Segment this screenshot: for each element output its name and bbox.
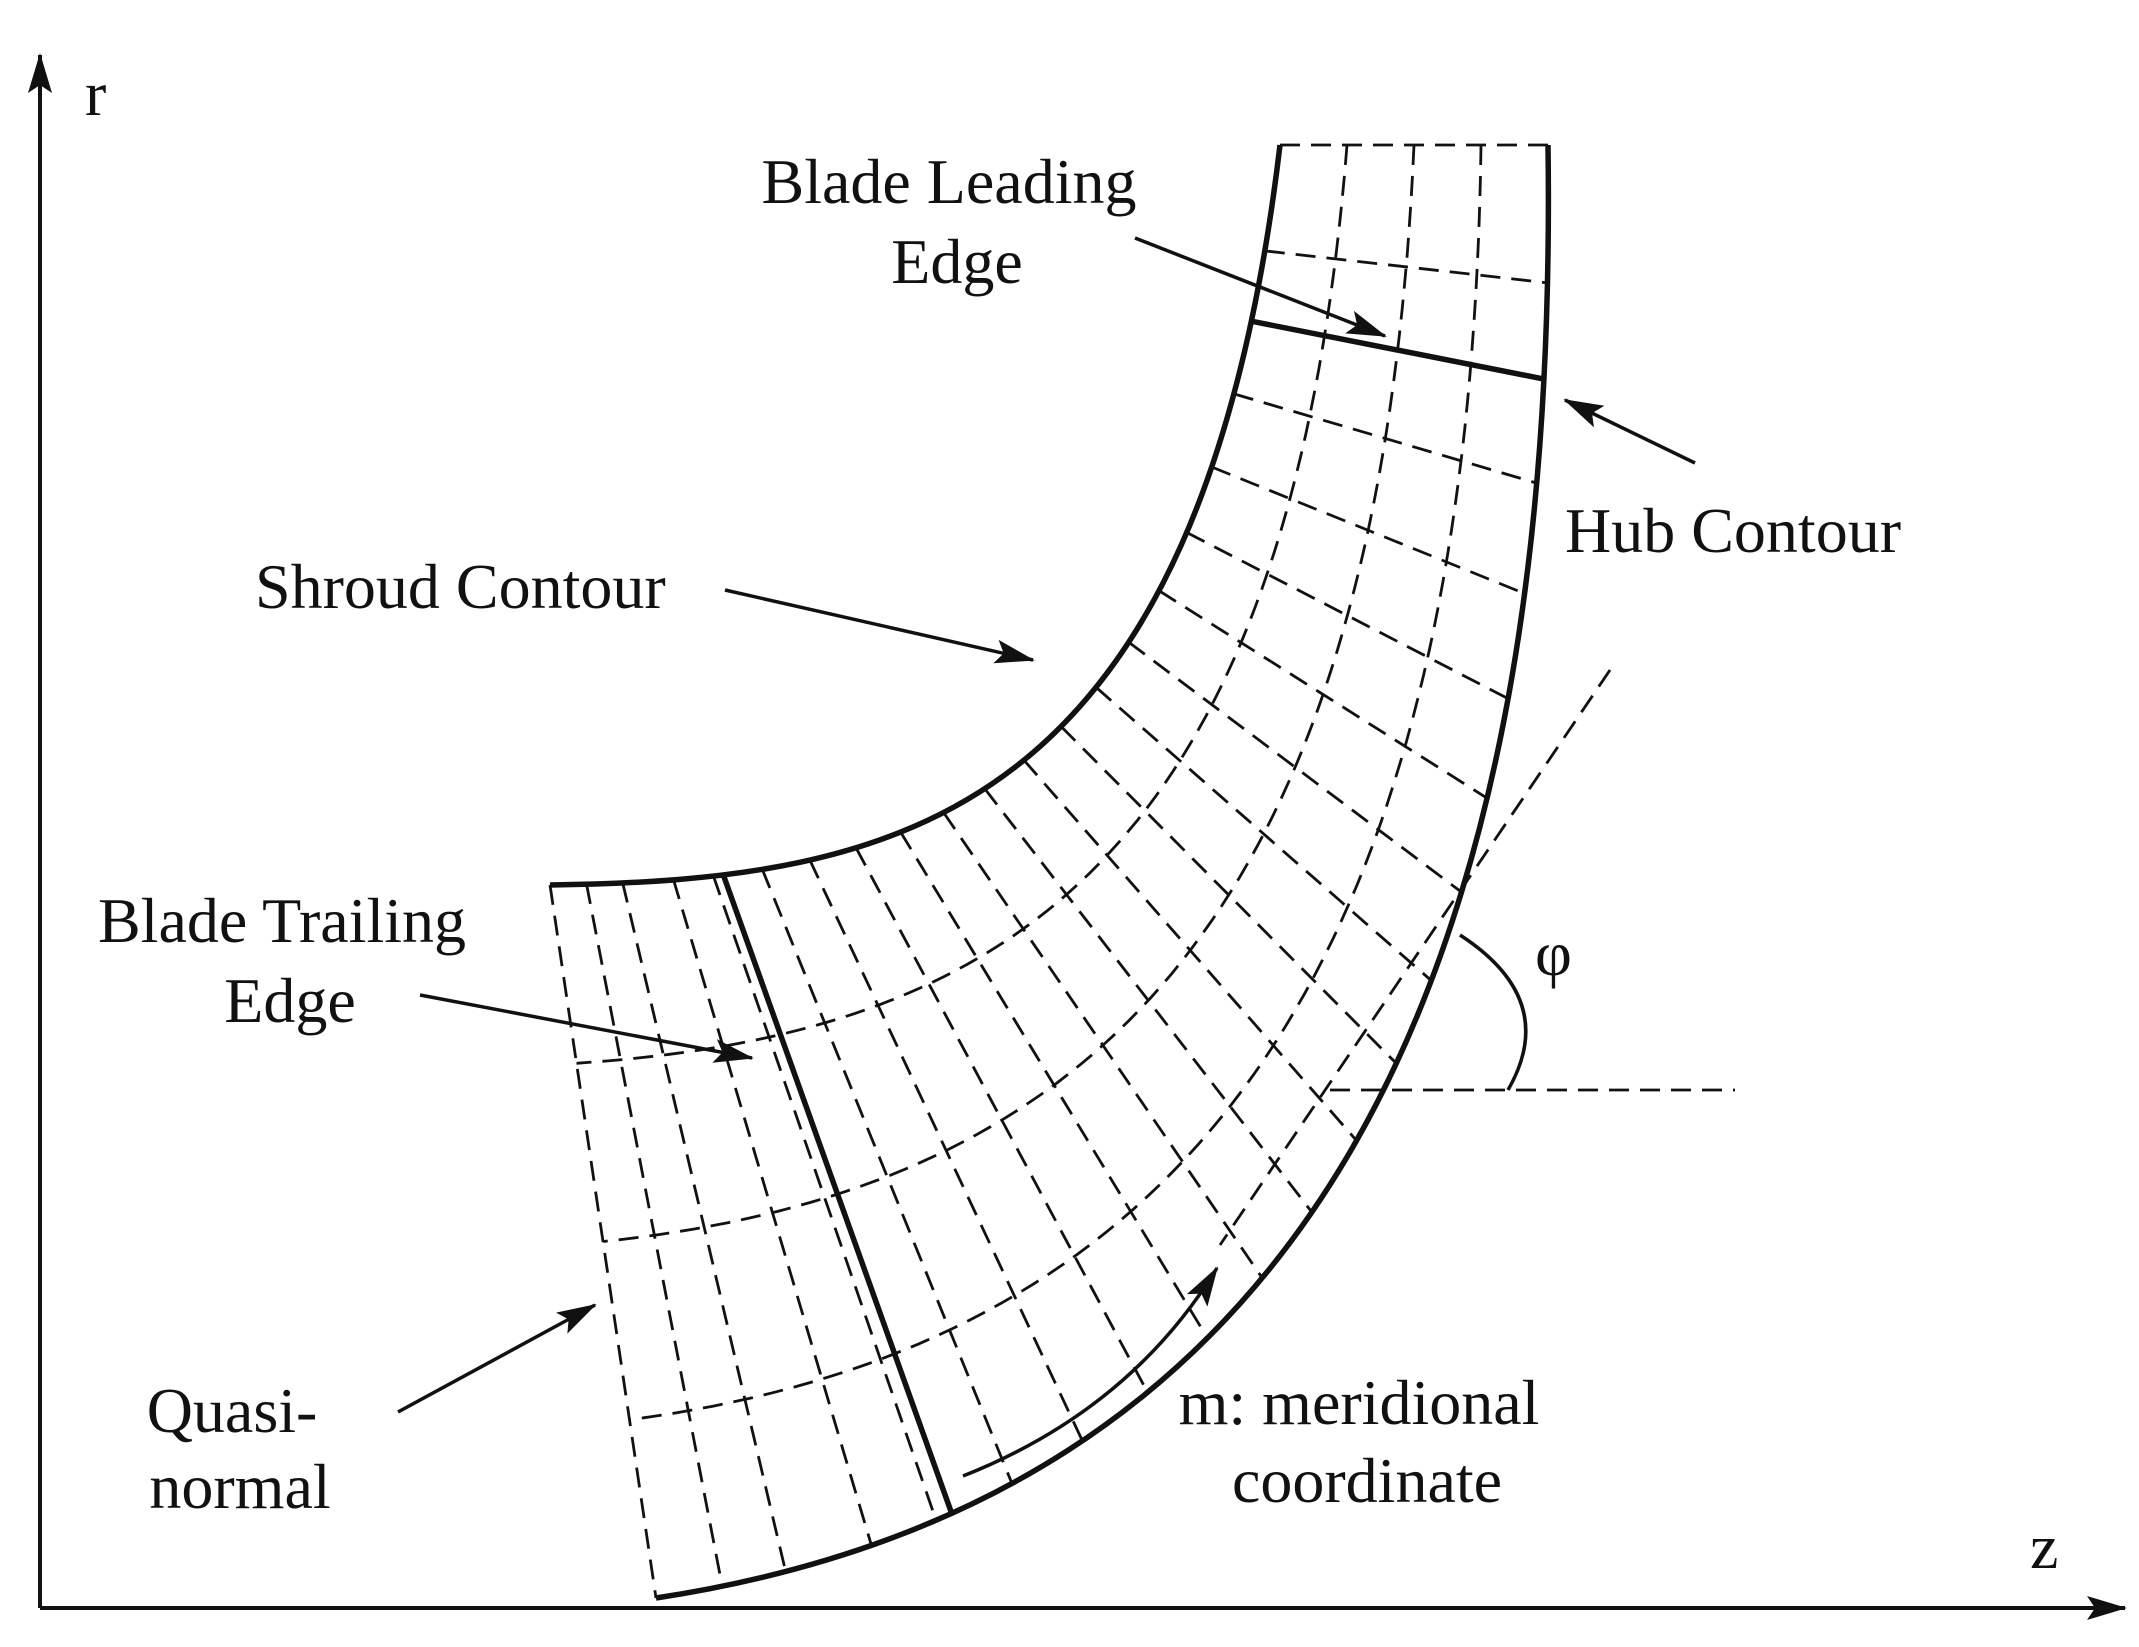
- leading-edge-pointer: [1134, 236, 1387, 338]
- quasi-normal-line-12: [942, 811, 1264, 1279]
- quasi-normal-label: Quasi- normal: [147, 1375, 334, 1522]
- computational-mesh: [548, 143, 1552, 1601]
- quasi-normal-line-16: [761, 868, 1014, 1485]
- quasi-normal-line-8: [1095, 686, 1433, 982]
- shroud-contour-label: Shroud Contour: [255, 551, 666, 622]
- quasi-normal-line-18: [672, 879, 873, 1546]
- quasi-normal-label-line2: normal: [149, 1451, 330, 1522]
- quasi-normal-line-15: [808, 859, 1084, 1442]
- quasi-normal-line-9: [1060, 725, 1398, 1065]
- streamline-3: [629, 144, 1483, 1422]
- quasi-normal-line-20: [585, 883, 724, 1587]
- quasi-normal-pointer: [397, 1303, 597, 1414]
- quasi-normal-line-13: [899, 831, 1209, 1339]
- shroud-contour-pointer: [724, 588, 1035, 664]
- leading-edge-label-line1: Blade Leading: [762, 146, 1137, 217]
- quasi-normal-line-19: [621, 882, 787, 1572]
- z-axis-label: z: [2030, 1511, 2058, 1582]
- meridional-label-line2: coordinate: [1232, 1445, 1502, 1516]
- leading-edge-label-line2: Edge: [891, 226, 1023, 297]
- quasi-normal-line-21: [548, 884, 658, 1599]
- angle-arc: [1459, 933, 1528, 1091]
- meridional-coordinate-label: m: meridional coordinate: [1179, 1367, 1556, 1516]
- meridional-arrow: [962, 1266, 1219, 1478]
- tangent-line: [1218, 669, 1612, 1246]
- hub-contour-label: Hub Contour: [1565, 495, 1901, 566]
- leading-edge-label: Blade Leading Edge: [762, 146, 1153, 297]
- trailing-edge-pointer: [419, 993, 754, 1063]
- angle-phi-label: φ: [1535, 918, 1572, 989]
- meridional-label-line1: m: meridional: [1179, 1367, 1540, 1438]
- quasi-normal-line-7: [1127, 641, 1463, 894]
- trailing-edge-label: Blade Trailing Edge: [98, 885, 482, 1036]
- hub-contour-pointer: [1563, 398, 1696, 465]
- quasi-normal-line-2: [1264, 249, 1548, 285]
- quasi-normal-line-3: [1233, 392, 1538, 485]
- quasi-normal-label-line1: Quasi-: [147, 1375, 318, 1446]
- quasi-normal-line-11: [983, 787, 1313, 1214]
- trailing-edge-label-line1: Blade Trailing: [98, 885, 466, 956]
- blade-leading-edge-line: [1250, 318, 1545, 382]
- r-axis-label: r: [85, 58, 106, 129]
- quasi-normal-line-6: [1158, 589, 1488, 800]
- streamline-1: [576, 144, 1349, 1065]
- blade-trailing-edge-line: [720, 874, 955, 1515]
- shroud-contour-curve: [549, 144, 1283, 888]
- trailing-edge-label-line2: Edge: [224, 965, 356, 1036]
- quasi-normal-line-17: [712, 875, 938, 1521]
- quasi-normal-line-4: [1211, 465, 1526, 595]
- streamline-2: [602, 144, 1416, 1243]
- quasi-normal-line-10: [1022, 759, 1358, 1142]
- quasi-normal-line-14: [854, 847, 1149, 1394]
- hub-contour-curve: [655, 144, 1552, 1601]
